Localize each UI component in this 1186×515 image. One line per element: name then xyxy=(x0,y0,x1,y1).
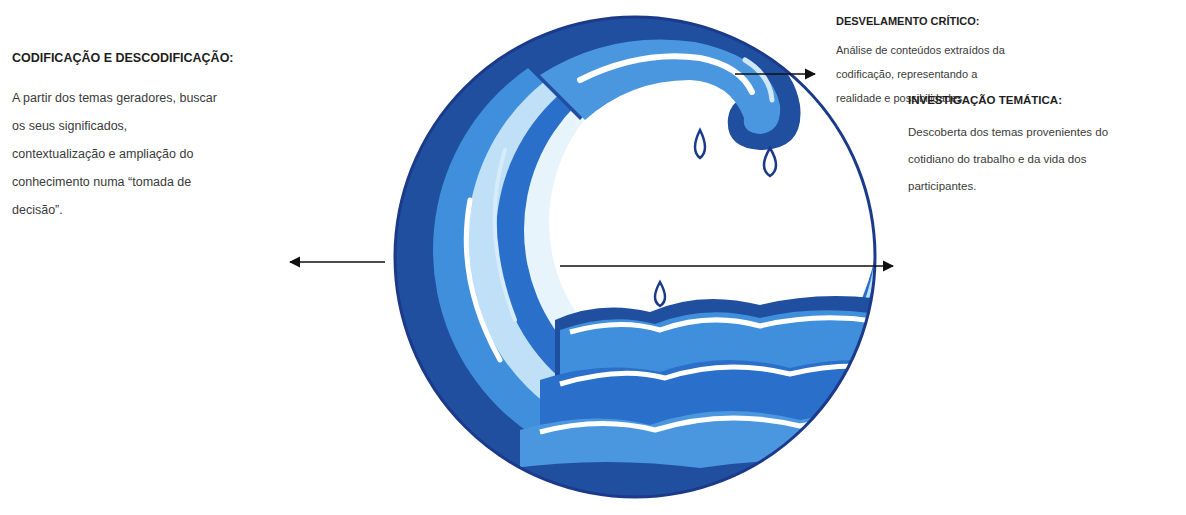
section-description: A partir dos temas geradores, buscar os … xyxy=(12,84,217,224)
wave-body xyxy=(380,0,900,515)
section-heading: DESVELAMENTO CRÍTICO: xyxy=(836,14,979,28)
leader-arrow xyxy=(735,73,815,75)
section-description: Descoberta dos temas provenientes do cot… xyxy=(908,119,1118,200)
wave-outline xyxy=(395,17,875,497)
leader-arrow xyxy=(290,261,385,263)
leader-arrow xyxy=(560,265,893,267)
section-heading: INVESTIGAÇÃO TEMÁTICA: xyxy=(908,93,1062,108)
section-heading: CODIFICAÇÃO E DESCODIFICAÇÃO: xyxy=(12,50,234,66)
